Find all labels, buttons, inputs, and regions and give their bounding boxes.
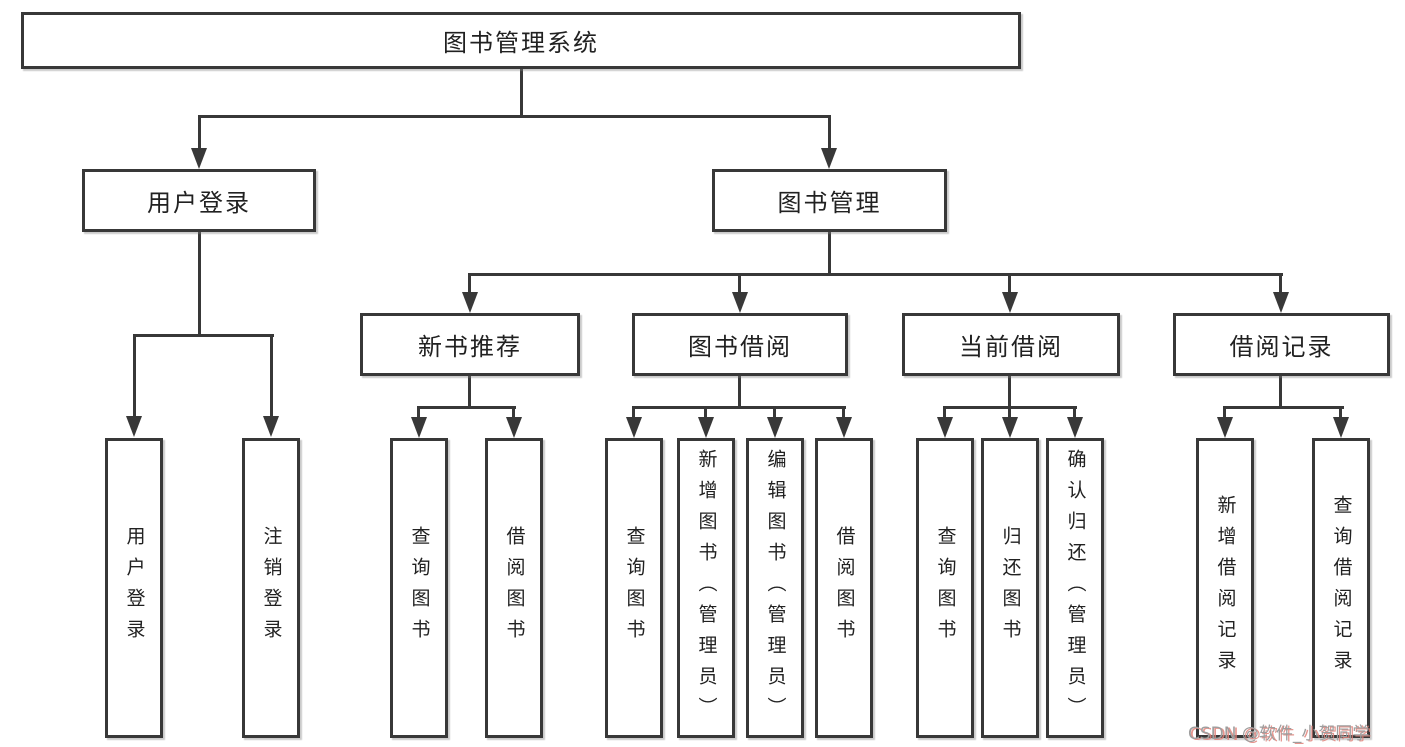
leaf-borrow-add-book: 新增图书（管理员） <box>677 438 735 738</box>
connector-borrow-arm-1 <box>632 406 635 420</box>
arrowhead-recommend-query <box>411 417 427 438</box>
connector-current-arm-3 <box>1073 406 1076 420</box>
connector-login-arm-1 <box>133 334 136 418</box>
node-book-borrow: 图书借阅 <box>632 313 848 376</box>
connector-borrow-hline <box>632 406 846 409</box>
node-library-management-system: 图书管理系统 <box>21 12 1021 69</box>
arrowhead-borrow-add <box>698 417 714 438</box>
connector-root-arm-left <box>198 115 201 150</box>
arrowhead-borrow-borrow <box>836 417 852 438</box>
connector-recommend-arm-2 <box>512 406 515 420</box>
arrowhead-record-query <box>1333 417 1349 438</box>
connector-current-arm-2 <box>1008 406 1011 420</box>
connector-record-stem <box>1279 376 1282 409</box>
connector-root-hline <box>198 115 831 118</box>
arrowhead-current-borrow <box>1002 292 1018 313</box>
connector-login-arm-2 <box>270 334 273 418</box>
connector-login-stem <box>198 232 201 337</box>
connector-login-hline <box>133 334 274 337</box>
node-book-management: 图书管理 <box>712 169 947 232</box>
node-user-login: 用户登录 <box>82 169 316 232</box>
connector-mgmt-arm-4 <box>1279 273 1282 294</box>
connector-recommend-arm-1 <box>417 406 420 420</box>
connector-record-arm-2 <box>1339 406 1342 420</box>
leaf-record-query: 查询借阅记录 <box>1312 438 1370 738</box>
connector-borrow-arm-3 <box>773 406 776 420</box>
arrowhead-current-return <box>1002 417 1018 438</box>
leaf-borrow-borrow-book: 借阅图书 <box>815 438 873 738</box>
arrowhead-borrow-record <box>1273 292 1289 313</box>
leaf-recommend-borrow-book: 借阅图书 <box>485 438 543 738</box>
leaf-logout: 注销登录 <box>242 438 300 738</box>
arrowhead-borrow-edit <box>767 417 783 438</box>
connector-root-arm-right <box>828 115 831 150</box>
leaf-borrow-edit-book: 编辑图书（管理员） <box>746 438 804 738</box>
arrowhead-leaf-user-login <box>126 416 142 437</box>
connector-recommend-hline <box>417 406 516 409</box>
connector-mgmt-hline <box>469 273 1283 276</box>
connector-root-stem <box>520 69 523 118</box>
leaf-recommend-query-book: 查询图书 <box>390 438 448 738</box>
leaf-record-add: 新增借阅记录 <box>1196 438 1254 738</box>
connector-recommend-stem <box>468 376 471 409</box>
leaf-current-return-book: 归还图书 <box>981 438 1039 738</box>
connector-record-arm-1 <box>1223 406 1226 420</box>
arrowhead-book-borrow <box>732 292 748 313</box>
arrowhead-record-add <box>1217 417 1233 438</box>
connector-borrow-stem <box>738 376 741 409</box>
arrowhead-current-confirm <box>1067 417 1083 438</box>
connector-record-hline <box>1223 406 1344 409</box>
connector-mgmt-stem <box>828 232 831 276</box>
leaf-borrow-query-book: 查询图书 <box>605 438 663 738</box>
connector-borrow-arm-4 <box>842 406 845 420</box>
connector-mgmt-arm-3 <box>1008 273 1011 294</box>
connector-mgmt-arm-2 <box>738 273 741 294</box>
connector-borrow-arm-2 <box>704 406 707 420</box>
arrowhead-book-management <box>821 148 837 169</box>
leaf-current-query-book: 查询图书 <box>916 438 974 738</box>
csdn-watermark: CSDN @软件_小贺同学 <box>1188 724 1370 744</box>
connector-mgmt-arm-1 <box>468 273 471 294</box>
node-current-borrow: 当前借阅 <box>902 313 1120 376</box>
connector-current-arm-1 <box>943 406 946 420</box>
connector-current-stem <box>1008 376 1011 409</box>
arrowhead-new-book-recommend <box>462 292 478 313</box>
leaf-current-confirm-return: 确认归还（管理员） <box>1046 438 1104 738</box>
node-borrow-record: 借阅记录 <box>1173 313 1390 376</box>
arrowhead-user-login <box>191 148 207 169</box>
leaf-user-login: 用户登录 <box>105 438 163 738</box>
arrowhead-borrow-query <box>626 417 642 438</box>
node-new-book-recommend: 新书推荐 <box>360 313 580 376</box>
arrowhead-leaf-logout <box>263 416 279 437</box>
arrowhead-current-query <box>937 417 953 438</box>
arrowhead-recommend-borrow <box>506 417 522 438</box>
